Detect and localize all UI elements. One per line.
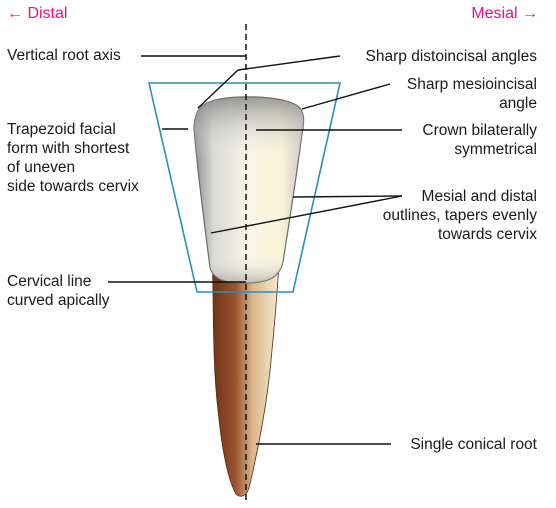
leader-outline-2 — [292, 195, 403, 198]
label-trapezoid-line-3: of uneven — [7, 159, 76, 176]
label-trapezoid-line-2: form with shortest — [7, 140, 130, 157]
distal-direction-label: ← Distal — [7, 5, 68, 22]
label-crown-symmetrical: Crown bilaterally symmetrical — [422, 121, 537, 159]
label-mesioincisal-line-2: angle — [499, 95, 537, 112]
label-vertical-root-axis: Vertical root axis — [7, 47, 121, 64]
label-trapezoid-line-4: side towards cervix — [7, 178, 139, 195]
label-mesioincisal-line-1: Sharp mesioincisal — [406, 76, 537, 93]
label-crown-line-1: Crown bilaterally — [422, 122, 537, 139]
label-trapezoid-facial-form: Trapezoid facial form with shortest of u… — [7, 120, 139, 196]
tooth-root — [211, 249, 281, 497]
label-cervical-line-1: Cervical line — [7, 273, 92, 290]
label-sharp-mesioincisal: Sharp mesioincisal angle — [407, 75, 537, 113]
leader-mesioincisal — [301, 83, 391, 110]
leader-distoincisal-1 — [237, 55, 341, 71]
label-mesial-distal-outlines: Mesial and distal outlines, tapers evenl… — [383, 187, 537, 244]
label-cervical-line-2: curved apically — [7, 292, 110, 309]
label-cervical-line: Cervical line curved apically — [7, 272, 110, 310]
leader-distoincisal-2 — [197, 69, 239, 109]
mesial-direction-label: Mesial → — [471, 5, 538, 22]
label-outlines-line-3: towards cervix — [437, 226, 537, 243]
trapezoid-outline — [147, 82, 341, 293]
label-single-conical-root: Single conical root — [410, 436, 537, 453]
label-outlines-line-2: outlines, tapers evenly — [382, 207, 537, 224]
label-crown-line-2: symmetrical — [454, 141, 537, 158]
leader-outline-1 — [210, 195, 403, 234]
label-trapezoid-line-1: Trapezoid facial — [7, 121, 116, 138]
label-outlines-line-1: Mesial and distal — [421, 188, 537, 205]
label-sharp-distoincisal: Sharp distoincisal angles — [365, 48, 537, 65]
crown-shading — [194, 96, 304, 283]
